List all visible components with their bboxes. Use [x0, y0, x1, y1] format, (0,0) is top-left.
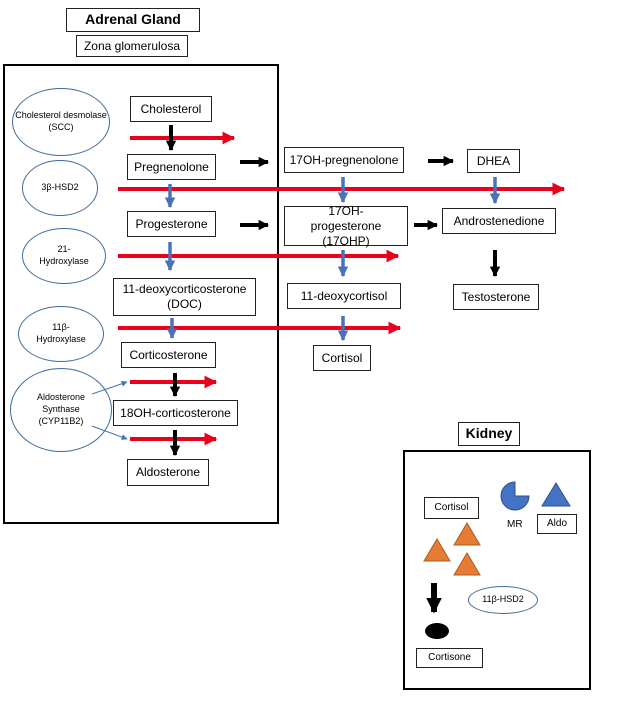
11-deoxycortisol-box: 11-deoxycortisol — [287, 283, 401, 309]
enzyme-11b-hydroxylase: 11β-Hydroxylase — [18, 306, 104, 362]
pregnenolone-box: Pregnenolone — [127, 154, 216, 180]
17oh-pregnenolone-box: 17OH-pregnenolone — [284, 147, 404, 173]
aldo-box: Aldo — [537, 514, 577, 534]
corticosterone-box: Corticosterone — [121, 342, 216, 368]
doc-box: 11-deoxycorticosterone (DOC) — [113, 278, 256, 316]
kidney-title: Kidney — [458, 422, 520, 446]
cholesterol-box: Cholesterol — [130, 96, 212, 122]
enzyme-11b-hsd2: 11β-HSD2 — [468, 586, 538, 614]
androstenedione-box: Androstenedione — [442, 208, 556, 234]
cortisol-box: Cortisol — [313, 345, 371, 371]
mr-label: MR — [507, 519, 523, 530]
kidney-cortisol-box: Cortisol — [424, 497, 479, 519]
enzyme-3b-hsd2: 3β-HSD2 — [22, 160, 98, 216]
zona-glomerulosa-label: Zona glomerulosa — [76, 35, 188, 57]
progesterone-box: Progesterone — [127, 211, 216, 237]
dhea-box: DHEA — [467, 149, 520, 173]
18oh-corticosterone-box: 18OH-corticosterone — [113, 400, 238, 426]
adrenal-gland-title: Adrenal Gland — [66, 8, 200, 32]
enzyme-21-hydroxylase: 21-Hydroxylase — [22, 228, 106, 284]
kidney-frame — [403, 450, 591, 690]
enzyme-scc: Cholesterol desmolase (SCC) — [12, 88, 110, 156]
enzyme-aldosterone-synthase: Aldosterone Synthase (CYP11B2) — [10, 368, 112, 452]
adrenal-frame — [3, 64, 279, 524]
cortisone-box: Cortisone — [416, 648, 483, 668]
17oh-progesterone-box: 17OH-progesterone (17OHP) — [284, 204, 408, 248]
aldosterone-box: Aldosterone — [127, 459, 209, 486]
testosterone-box: Testosterone — [453, 284, 539, 310]
